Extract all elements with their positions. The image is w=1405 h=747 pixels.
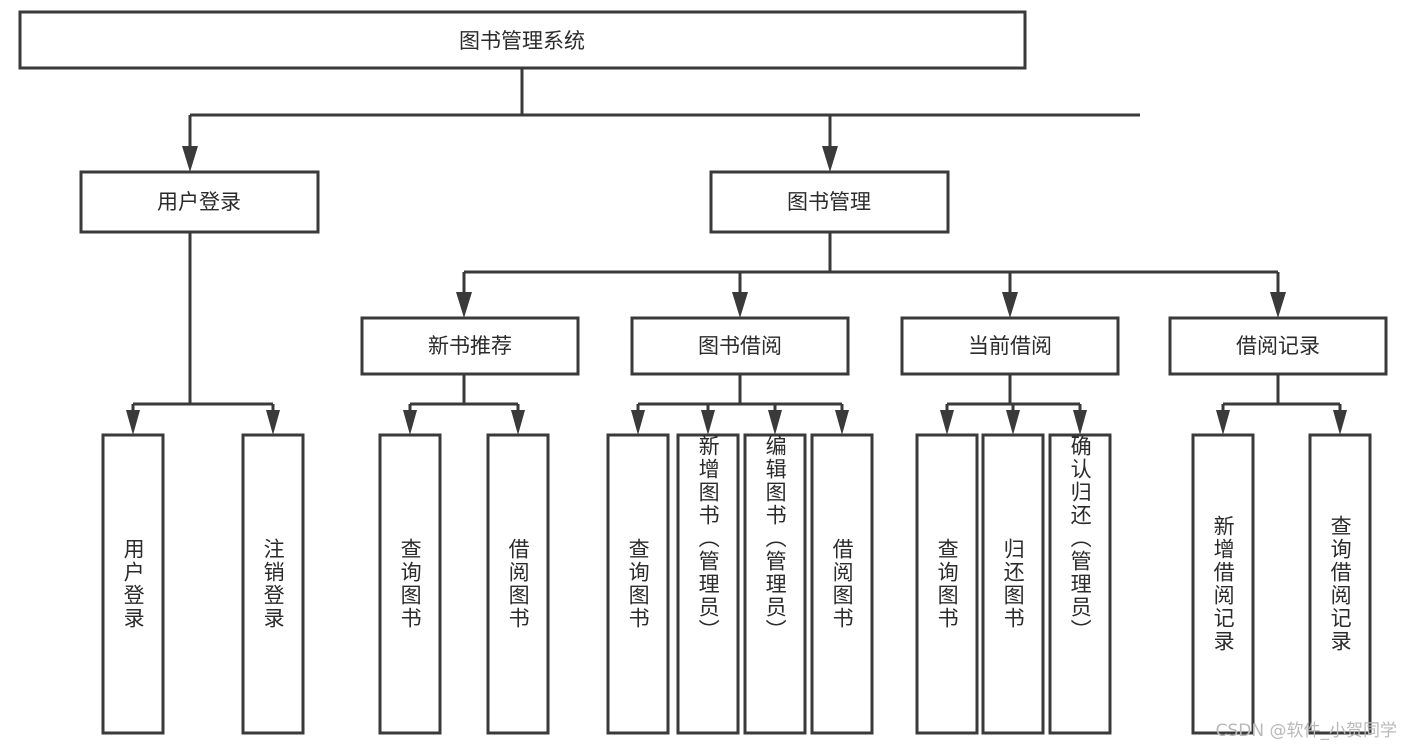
node-borrow-record[interactable]: 借阅记录 bbox=[1168, 316, 1388, 376]
leaf-box-current-borrow-3[interactable] bbox=[1048, 433, 1112, 735]
node-user-login-label: 用户登录 bbox=[157, 190, 241, 214]
leaf-box-borrow-record-1[interactable] bbox=[1191, 433, 1255, 735]
node-book-borrow[interactable]: 图书借阅 bbox=[630, 316, 850, 376]
leaf-box-current-borrow-2[interactable] bbox=[981, 433, 1045, 735]
leaf-box-user-login-2[interactable] bbox=[241, 433, 305, 735]
node-user-login[interactable]: 用户登录 bbox=[79, 170, 320, 234]
node-borrow-record-box[interactable] bbox=[1168, 316, 1388, 376]
leaf-box-current-borrow-1[interactable] bbox=[915, 433, 979, 735]
connector-newbook-to-leaves bbox=[403, 374, 525, 435]
node-new-book-recommend-box[interactable] bbox=[360, 316, 580, 376]
leaf-box-new-book-2[interactable] bbox=[486, 433, 550, 735]
node-current-borrow-label: 当前借阅 bbox=[968, 334, 1052, 358]
node-book-borrow-box[interactable] bbox=[630, 316, 850, 376]
node-root-box[interactable] bbox=[18, 10, 1027, 70]
leaf-box-book-borrow-2[interactable] bbox=[676, 433, 740, 735]
node-new-book-recommend-label: 新书推荐 bbox=[428, 334, 512, 358]
leaf-box-new-book-1[interactable] bbox=[378, 433, 442, 735]
node-root[interactable]: 图书管理系统 bbox=[18, 10, 1027, 70]
leaf-box-book-borrow-1[interactable] bbox=[606, 433, 670, 735]
connector-userlogin-to-leaves bbox=[126, 232, 280, 435]
node-book-management-label: 图书管理 bbox=[787, 190, 871, 214]
node-new-book-recommend[interactable]: 新书推荐 bbox=[360, 316, 580, 376]
node-current-borrow-box[interactable] bbox=[900, 316, 1120, 376]
leaf-box-borrow-record-2[interactable] bbox=[1308, 433, 1372, 735]
node-root-label: 图书管理系统 bbox=[459, 29, 585, 53]
node-current-borrow[interactable]: 当前借阅 bbox=[900, 316, 1120, 376]
connector-borrowrecord-to-leaves bbox=[1216, 374, 1347, 435]
node-book-management-box[interactable] bbox=[709, 170, 950, 234]
watermark-text: CSDN @软件_小贺同学 bbox=[1215, 721, 1397, 741]
node-user-login-box[interactable] bbox=[79, 170, 320, 234]
node-book-borrow-label: 图书借阅 bbox=[698, 334, 782, 358]
leaf-box-book-borrow-4[interactable] bbox=[810, 433, 874, 735]
leaf-box-user-login-1[interactable] bbox=[101, 433, 165, 735]
connector-currentborrow-to-leaves bbox=[940, 374, 1087, 435]
node-borrow-record-label: 借阅记录 bbox=[1236, 334, 1320, 358]
connector-bookborrow-to-leaves bbox=[631, 374, 849, 435]
node-book-management[interactable]: 图书管理 bbox=[709, 170, 950, 234]
connector-root-to-level2 bbox=[182, 68, 1140, 172]
leaf-box-book-borrow-3[interactable] bbox=[743, 433, 807, 735]
connector-bookmgmt-to-level3 bbox=[456, 232, 1286, 318]
